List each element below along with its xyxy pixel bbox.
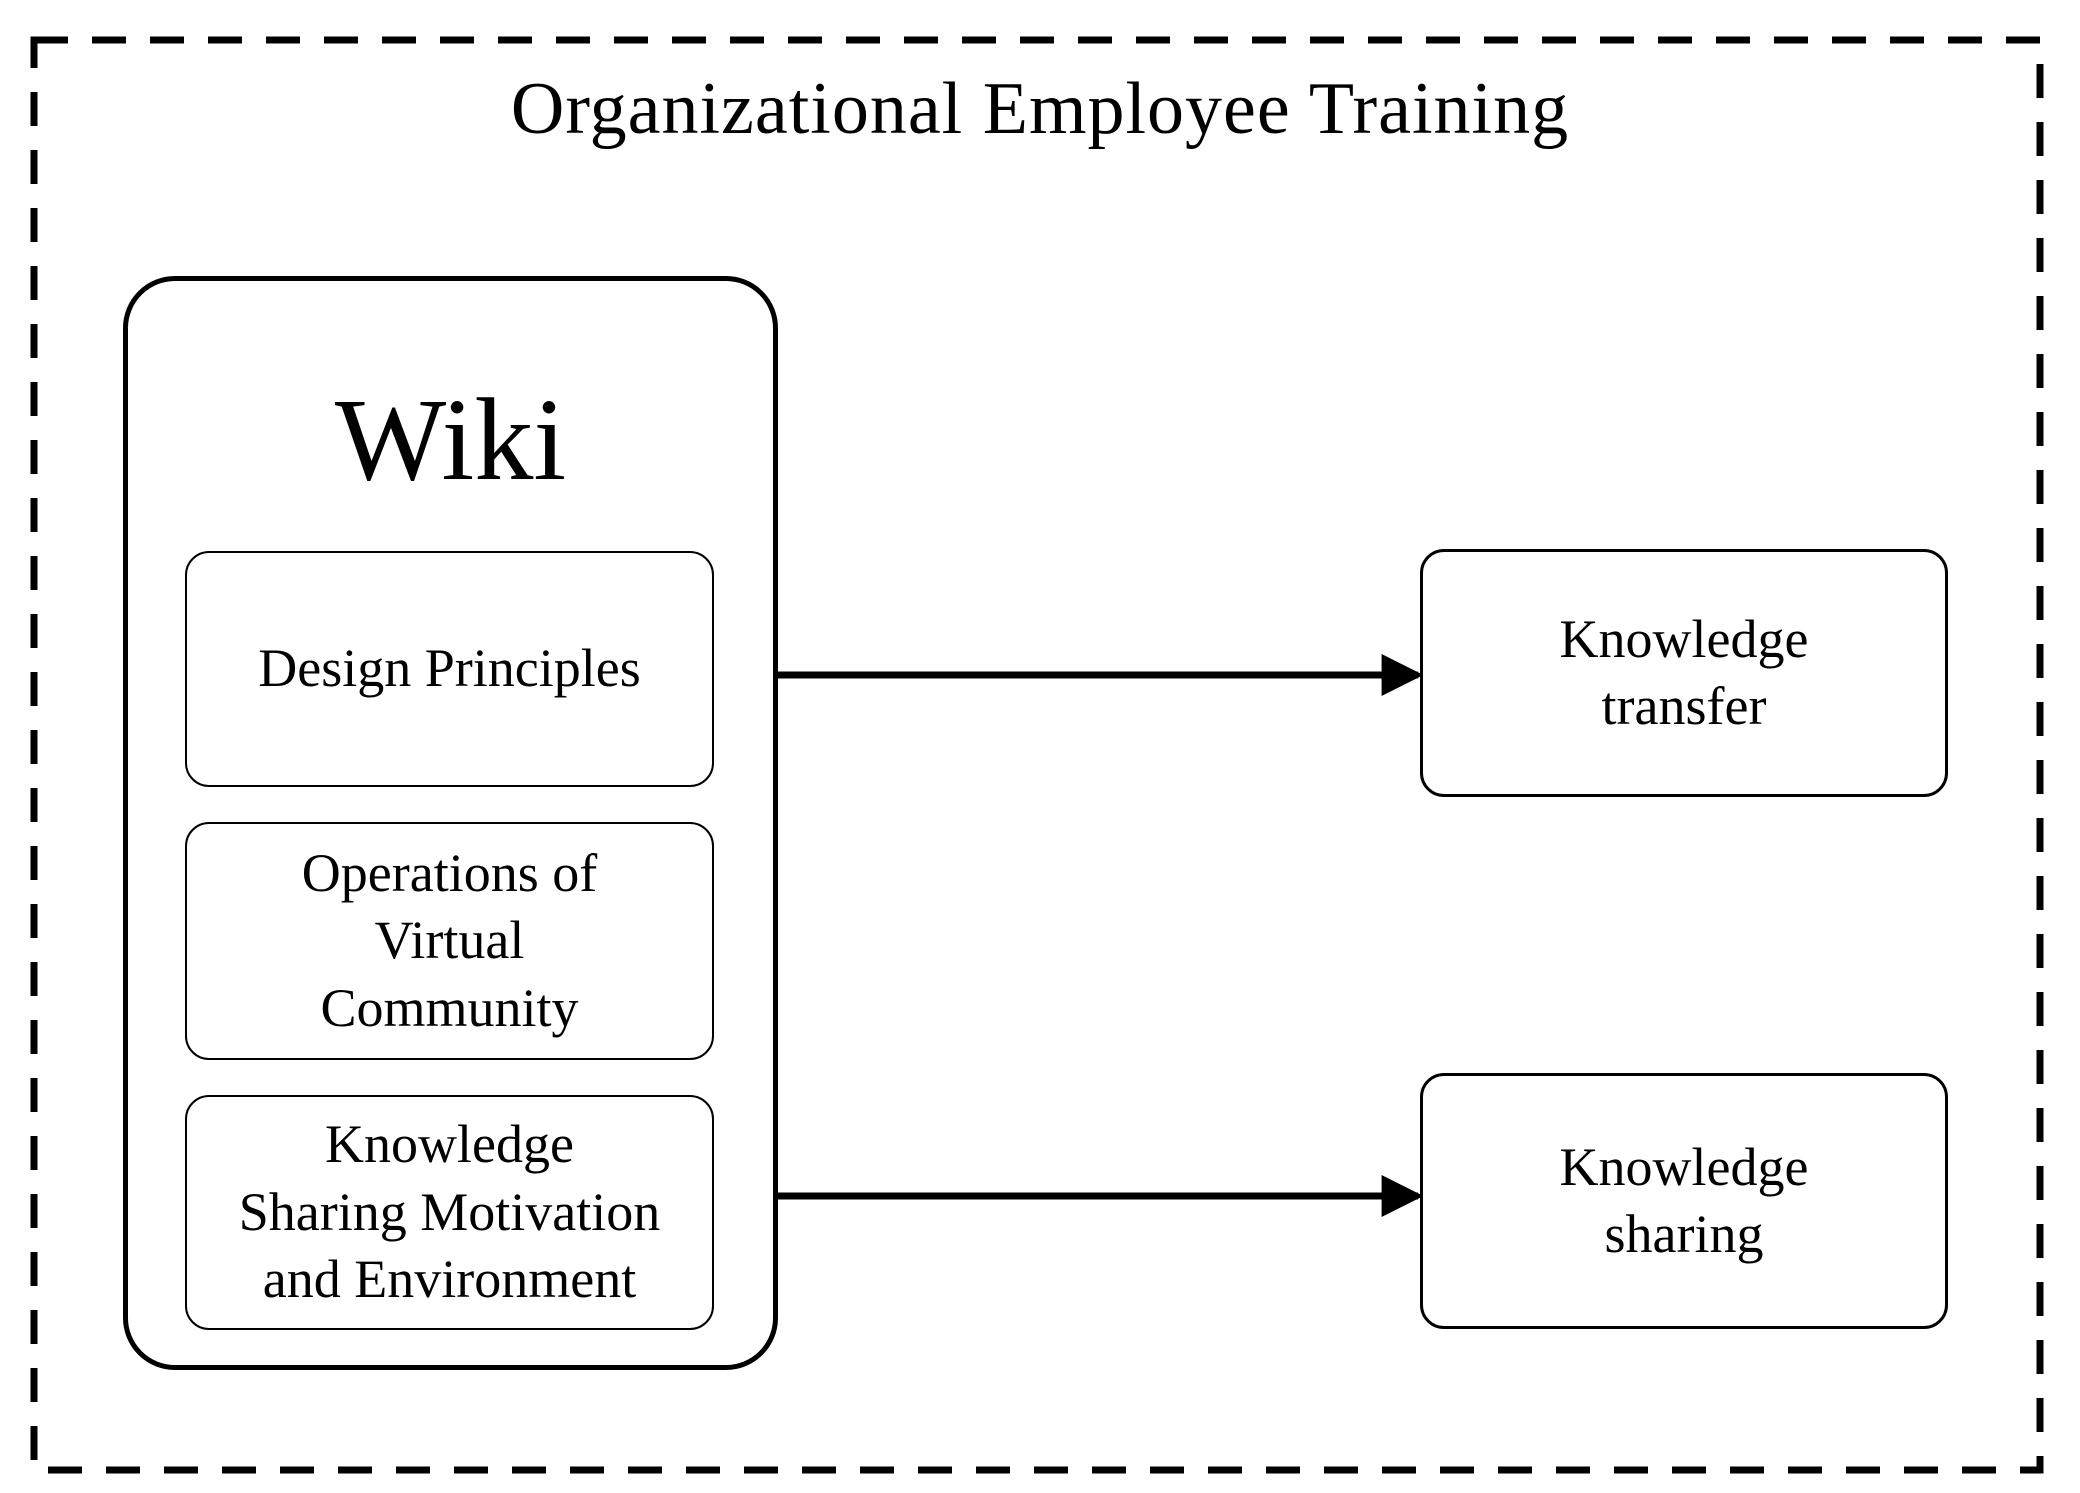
outcome-label: Knowledge transfer <box>1559 608 1809 737</box>
wiki-title: Wiki <box>123 374 778 505</box>
component-label: Operations of Virtual Community <box>301 842 598 1038</box>
component-design-principles: Design Principles <box>185 551 714 787</box>
component-label: Knowledge Sharing Motivation and Environ… <box>238 1114 661 1310</box>
diagram-title: Organizational Employee Training <box>340 64 1740 154</box>
diagram-title-text: Organizational Employee Training <box>510 67 1570 150</box>
outcome-knowledge-sharing: Knowledge sharing <box>1420 1073 1948 1329</box>
component-operations-virtual-community: Operations of Virtual Community <box>185 822 714 1060</box>
wiki-title-text: Wiki <box>334 374 567 505</box>
component-label: Design Principles <box>258 638 641 699</box>
outcome-label: Knowledge sharing <box>1559 1136 1809 1265</box>
outcome-knowledge-transfer: Knowledge transfer <box>1420 549 1948 797</box>
component-knowledge-sharing-motivation: Knowledge Sharing Motivation and Environ… <box>185 1095 714 1330</box>
wiki-container <box>123 276 778 1370</box>
